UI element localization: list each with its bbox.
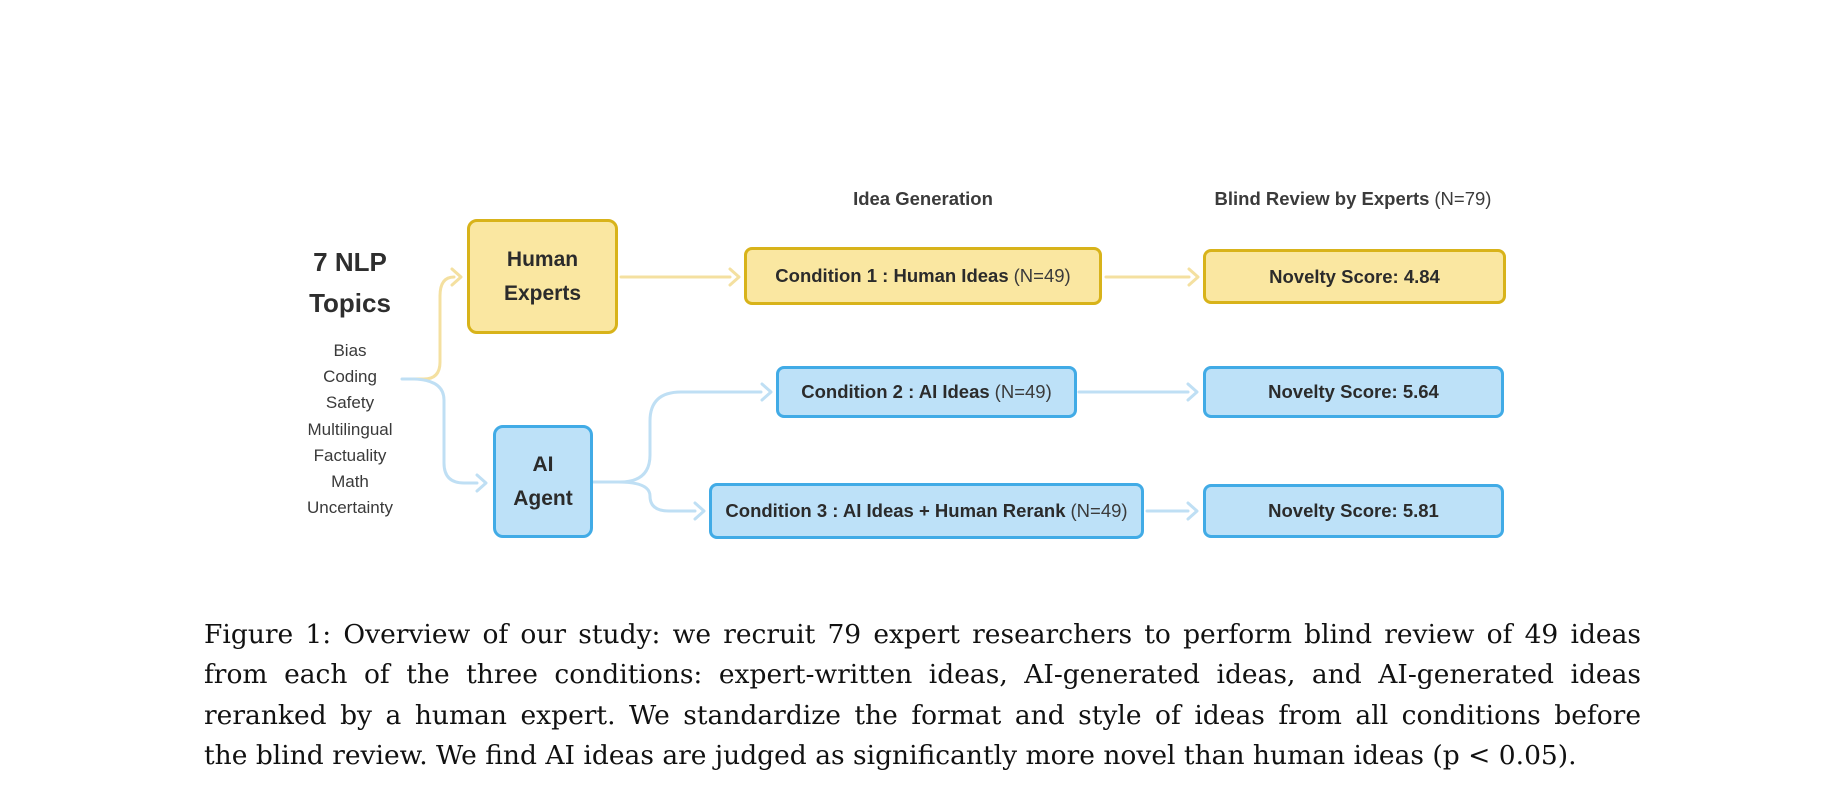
human-experts-line1: Human — [506, 247, 579, 271]
human-experts-box: Human Experts — [467, 219, 618, 334]
condition-3-label: Condition 3 : AI Ideas + Human Rerank — [725, 500, 1066, 521]
blind-review-n: (N=79) — [1434, 188, 1492, 209]
topics-title-line2: Topics — [309, 288, 391, 318]
topic-item: Factuality — [313, 445, 387, 465]
ai-agent-line2: Agent — [513, 486, 573, 510]
caption-line-3: reranked by a human expert. We standardi… — [204, 699, 1641, 731]
condition-3-n: (N=49) — [1070, 500, 1128, 521]
topic-item: Math — [331, 472, 369, 492]
topic-item: Safety — [325, 393, 375, 413]
condition-2-label: Condition 2 : AI Ideas — [801, 381, 990, 402]
novelty-score-1-label: Novelty Score: 4.84 — [1269, 265, 1440, 287]
novelty-score-3-label: Novelty Score: 5.81 — [1268, 500, 1439, 521]
arrowhead-into-cond2 — [760, 382, 773, 402]
arrowhead-into-novelty3 — [1186, 501, 1199, 521]
condition-3-box: Condition 3 : AI Ideas + Human Rerank (N… — [709, 483, 1144, 539]
topics-title-line1: 7 NLP — [313, 247, 387, 277]
topic-item: Bias — [333, 341, 367, 360]
topics-list: Bias Coding Safety Multilingual Factuali… — [280, 338, 420, 521]
novelty-score-3-box: Novelty Score: 5.81 — [1203, 484, 1504, 538]
ai-agent-box: AI Agent — [493, 425, 593, 538]
topic-item: Multilingual — [307, 419, 393, 439]
condition-1-label: Condition 1 : Human Ideas — [775, 265, 1009, 286]
arrow-topics-to-ai — [412, 377, 479, 485]
topic-item: Coding — [323, 367, 377, 387]
topics-title: 7 NLP Topics — [280, 242, 420, 324]
novelty-score-1-box: Novelty Score: 4.84 — [1203, 249, 1506, 304]
caption-line-1: Figure 1: Overview of our study: we recr… — [204, 619, 1641, 650]
novelty-score-2-box: Novelty Score: 5.64 — [1203, 366, 1504, 418]
topic-item: Uncertainty — [307, 498, 393, 518]
human-experts-line2: Experts — [503, 281, 582, 305]
figure-caption: Figure 1: Overview of our study: we recr… — [204, 615, 1641, 777]
arrow-ai-to-cond2 — [592, 390, 763, 484]
arrowhead-into-human — [450, 267, 463, 287]
condition-1-n: (N=49) — [1013, 265, 1071, 286]
caption-line-4: the blind review. We find AI ideas are j… — [204, 740, 1577, 772]
condition-1-box: Condition 1 : Human Ideas (N=49) — [744, 247, 1102, 305]
condition-2-box: Condition 2 : AI Ideas (N=49) — [776, 366, 1077, 418]
arrow-ai-to-cond3 — [592, 480, 697, 513]
arrowhead-into-cond1 — [728, 267, 741, 287]
novelty-score-2-label: Novelty Score: 5.64 — [1268, 381, 1439, 402]
blind-review-label: Blind Review by Experts — [1214, 188, 1430, 209]
arrowhead-into-cond3 — [693, 501, 706, 521]
column-header-blind-review: Blind Review by Experts(N=79) — [1153, 188, 1553, 210]
condition-2-n: (N=49) — [994, 381, 1052, 402]
ai-agent-line1: AI — [532, 452, 554, 476]
arrow-topics-to-human — [412, 275, 456, 381]
caption-line-2: from each of the three conditions: exper… — [204, 659, 1641, 691]
idea-generation-label: Idea Generation — [853, 188, 993, 209]
arrowhead-into-novelty1 — [1187, 267, 1200, 287]
arrowhead-into-novelty2 — [1186, 382, 1199, 402]
arrowhead-into-ai — [475, 473, 488, 493]
column-header-idea-generation: Idea Generation — [723, 188, 1123, 210]
